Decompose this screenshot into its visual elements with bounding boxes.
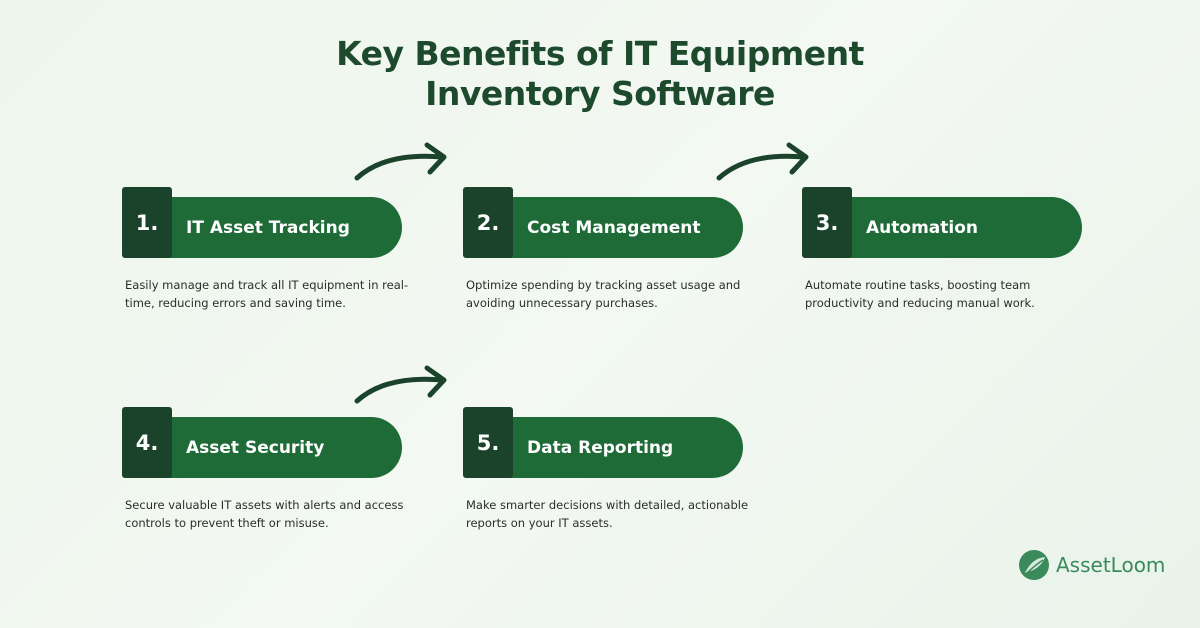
brand-logo: AssetLoom [1018, 549, 1165, 581]
leaf-logo-icon [1019, 550, 1049, 580]
benefit-number: 5. [463, 407, 513, 478]
benefit-description: Automate routine tasks, boosting team pr… [805, 278, 1035, 310]
brand-name: AssetLoom [1056, 553, 1166, 577]
benefit-title: Data Reporting [509, 417, 743, 478]
arrow-icon [716, 142, 809, 181]
benefit-description: Secure valuable IT assets with alerts an… [125, 498, 404, 530]
benefit-title: Asset Security [168, 417, 402, 478]
page-title: Key Benefits of IT Equipment Inventory S… [336, 34, 864, 113]
benefit-number: 2. [463, 187, 513, 258]
benefit-description: Optimize spending by tracking asset usag… [466, 278, 741, 310]
benefit-title: Automation [848, 197, 1082, 258]
benefit-title: IT Asset Tracking [168, 197, 402, 258]
arrow-icon [354, 142, 447, 181]
arrow-icon [354, 365, 447, 404]
benefit-number: 3. [802, 187, 852, 258]
benefit-title: Cost Management [509, 197, 743, 258]
benefit-number: 1. [122, 187, 172, 258]
benefit-number: 4. [122, 407, 172, 478]
benefit-description: Make smarter decisions with detailed, ac… [466, 498, 749, 530]
benefit-description: Easily manage and track all IT equipment… [125, 278, 409, 310]
